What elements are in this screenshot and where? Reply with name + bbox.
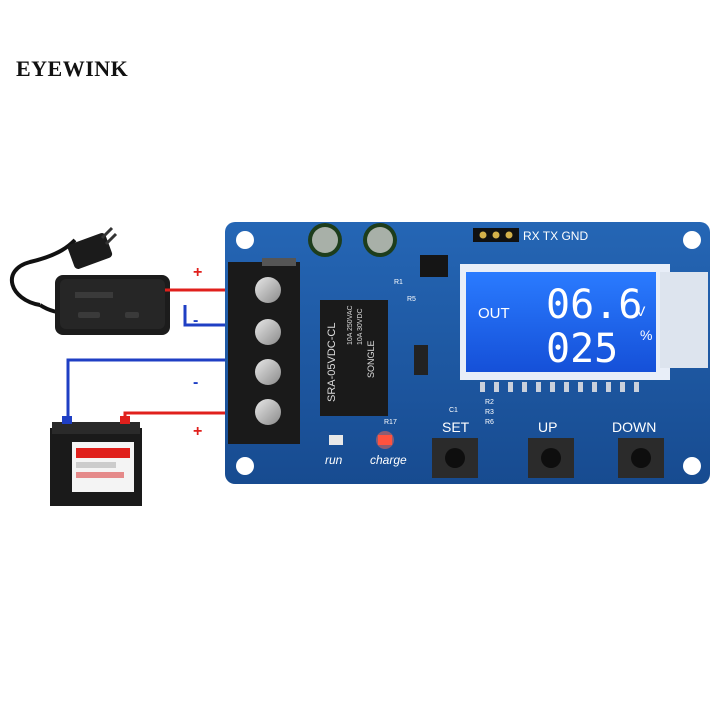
run-led-label: run xyxy=(325,453,343,467)
set-button[interactable] xyxy=(432,438,478,478)
label-r1: R1 xyxy=(394,279,403,286)
label-r17: R17 xyxy=(384,419,397,426)
run-led xyxy=(329,435,343,445)
header-label: RX TX GND xyxy=(523,229,588,243)
terminal-sign-4: + xyxy=(193,423,202,440)
relay-brand-text: SONGLE xyxy=(366,340,376,378)
lcd-voltage-value: 06.6 xyxy=(546,282,642,328)
relay-rating-1: 10A 250VAC xyxy=(347,305,354,345)
lcd-out-label: OUT xyxy=(478,305,510,322)
up-button[interactable] xyxy=(528,438,574,478)
relay-rating-2: 10A 30VDC xyxy=(357,308,364,345)
lcd-percent-value: 025 xyxy=(546,326,618,372)
terminal-signs: + - - + xyxy=(193,264,202,440)
label-r6: R6 xyxy=(485,419,494,426)
terminal-sign-1: + xyxy=(193,264,202,281)
set-button-label: SET xyxy=(442,419,470,435)
down-button[interactable] xyxy=(618,438,664,478)
down-button-label: DOWN xyxy=(612,419,656,435)
lcd-voltage-unit: V xyxy=(636,303,646,319)
up-button-label: UP xyxy=(538,419,557,435)
power-adapter xyxy=(9,226,170,335)
label-r2: R2 xyxy=(485,399,494,406)
brand-logo-text: EYEWINK xyxy=(16,56,129,81)
lcd-percent-unit: % xyxy=(640,327,652,343)
terminal-screws xyxy=(255,277,281,425)
relay-model-text: SRA-05VDC-CL xyxy=(326,323,338,402)
label-r3: R3 xyxy=(485,409,494,416)
battery xyxy=(50,416,142,506)
label-c1: C1 xyxy=(449,407,458,414)
terminal-sign-2: - xyxy=(193,312,198,329)
terminal-sign-3: - xyxy=(193,374,198,391)
label-r5: R5 xyxy=(407,296,416,303)
charge-led-label: charge xyxy=(370,453,407,467)
control-board: RX TX GND SRA-05VDC-CL SONGLE 10A 250VAC… xyxy=(225,222,710,484)
